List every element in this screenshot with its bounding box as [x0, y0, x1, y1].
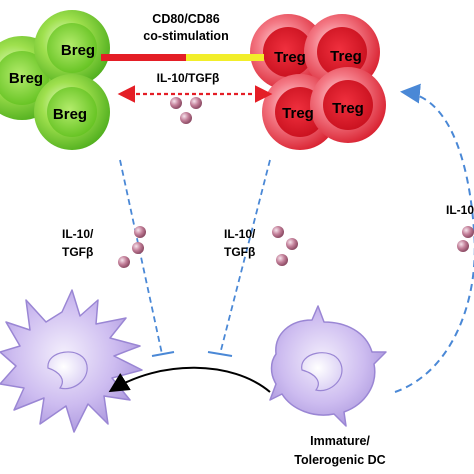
costim-label-line2: co-stimulation	[143, 29, 228, 43]
costim-bar-red	[101, 54, 186, 61]
treg-cluster: Treg Treg Treg Treg	[250, 14, 386, 150]
cytokine-dot	[180, 112, 192, 124]
dc-maturation-arrow	[108, 366, 271, 393]
cytokine-dot	[132, 242, 144, 254]
breg-inhibition-line	[119, 159, 163, 355]
cytokine-label-right-partial: IL-10	[446, 203, 474, 217]
cytokine-dot	[276, 254, 288, 266]
costim-bar-yellow	[186, 54, 264, 61]
breg-cluster: Breg Breg Breg	[0, 10, 110, 150]
costim-label-line1: CD80/CD86	[152, 12, 219, 26]
tolerogenic-dendritic-cell	[269, 305, 387, 427]
treg-cell-top-left	[250, 14, 326, 90]
breg-cell-top	[34, 10, 110, 86]
cytokine-label-top: IL-10/TGFβ	[157, 71, 220, 85]
dc-nucleus	[47, 351, 88, 390]
cytokine-label-left-line2: TGFβ	[62, 245, 93, 259]
dc-nucleus	[301, 352, 343, 392]
treg-label-1: Treg	[274, 49, 306, 66]
breg-cell-bottom	[34, 74, 110, 150]
treg-label-4: Treg	[332, 100, 364, 117]
cytokine-label-mid-line2: TGFβ	[224, 245, 255, 259]
cytokine-dot	[462, 226, 474, 238]
treg-label-2: Treg	[330, 48, 362, 65]
breg-label-top: Breg	[61, 42, 95, 59]
cytokine-dots-top	[170, 97, 202, 124]
cytokine-dot	[190, 97, 202, 109]
breg-label-left: Breg	[9, 70, 43, 87]
cytokine-label-left-line1: IL-10/	[62, 227, 94, 241]
cytokine-dot	[134, 226, 146, 238]
breg-label-bottom: Breg	[53, 106, 87, 123]
cytokine-dot	[272, 226, 284, 238]
treg-inhibition-line	[219, 159, 271, 355]
dc-label-line1: Immature/	[310, 434, 370, 448]
dc-label-line2: Tolerogenic DC	[294, 453, 385, 467]
cytokine-dot	[286, 238, 298, 250]
cytokine-dots-left	[118, 226, 146, 268]
treg-inhibition-bar	[207, 351, 233, 357]
treg-cell-bottom-right	[310, 67, 386, 143]
treg-label-3: Treg	[282, 105, 314, 122]
cytokine-dot	[170, 97, 182, 109]
cytokine-dots-mid	[272, 226, 298, 266]
dc-induces-treg-arrow	[394, 83, 474, 393]
mature-dendritic-cell	[0, 289, 143, 433]
cytokine-dot	[457, 240, 469, 252]
cytokine-dots-right	[457, 226, 474, 252]
cytokine-dot	[118, 256, 130, 268]
cytokine-label-mid-line1: IL-10/	[224, 227, 256, 241]
breg-inhibition-bar	[151, 351, 175, 357]
